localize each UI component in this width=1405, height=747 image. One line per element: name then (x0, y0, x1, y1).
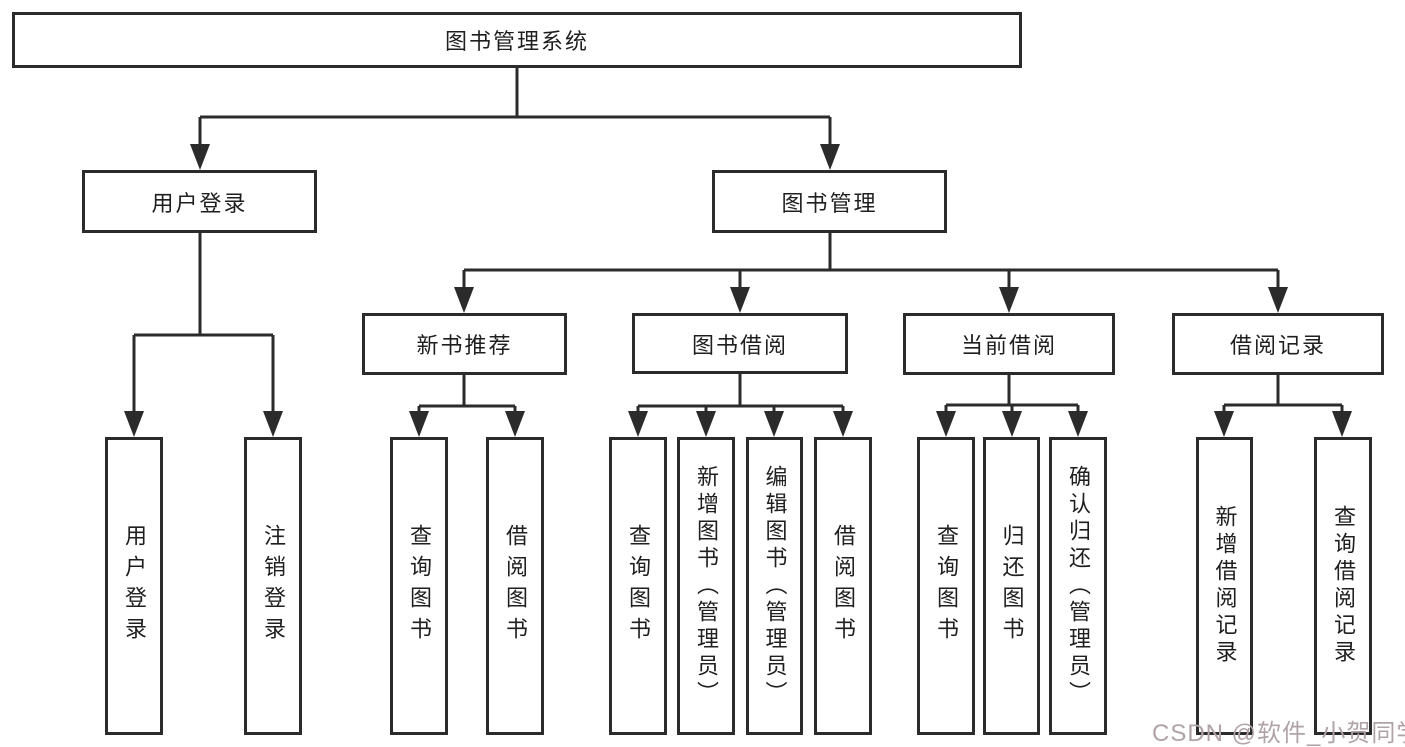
leaf-query-books-borrow-label: 查询图书 (626, 524, 651, 648)
node-user-login-label: 用户登录 (151, 190, 248, 216)
leaf-edit-books-admin: 编辑图书（管理员） (746, 437, 803, 735)
node-root-library-system: 图书管理系统 (12, 12, 1022, 68)
leaf-edit-books-admin-label: 编辑图书（管理员） (762, 464, 788, 708)
node-new-book-recommend-label: 新书推荐 (416, 333, 513, 358)
leaf-query-books-recommend-label: 查询图书 (407, 524, 432, 648)
leaf-borrow-books-label: 借阅图书 (831, 524, 856, 648)
node-book-management: 图书管理 (712, 170, 947, 233)
leaf-confirm-return-admin: 确认归还（管理员） (1049, 437, 1107, 735)
leaf-borrow-books-recommend-label: 借阅图书 (503, 524, 528, 648)
leaf-query-borrow-record-label: 查询借阅记录 (1331, 505, 1356, 667)
leaf-add-borrow-record-label: 新增借阅记录 (1212, 505, 1238, 667)
node-book-management-label: 图书管理 (781, 190, 878, 216)
csdn-watermark: CSDN @软件_小贺同学 (1152, 720, 1405, 747)
leaf-return-books: 归还图书 (983, 437, 1040, 735)
node-user-login: 用户登录 (82, 170, 317, 233)
leaf-query-borrow-record: 查询借阅记录 (1314, 437, 1372, 735)
leaf-user-login-label: 用户登录 (122, 524, 147, 648)
leaf-return-books-label: 归还图书 (999, 524, 1025, 648)
leaf-logout-login-label: 注销登录 (261, 524, 286, 648)
node-book-borrow: 图书借阅 (632, 313, 848, 374)
leaf-borrow-books: 借阅图书 (814, 437, 872, 735)
leaf-confirm-return-admin-label: 确认归还（管理员） (1066, 464, 1091, 708)
leaf-logout-login: 注销登录 (244, 437, 302, 735)
node-borrow-record: 借阅记录 (1172, 313, 1384, 375)
leaf-add-books-admin-label: 新增图书（管理员） (694, 464, 719, 708)
leaf-query-books-recommend: 查询图书 (390, 437, 448, 735)
node-book-borrow-label: 图书借阅 (691, 332, 788, 358)
node-current-borrow: 当前借阅 (903, 313, 1115, 375)
leaf-query-books-current-label: 查询图书 (934, 524, 959, 648)
node-new-book-recommend: 新书推荐 (362, 313, 567, 375)
node-current-borrow-label: 当前借阅 (960, 333, 1057, 358)
leaf-add-books-admin: 新增图书（管理员） (677, 437, 735, 735)
leaf-query-books-borrow: 查询图书 (609, 437, 667, 735)
node-borrow-record-label: 借阅记录 (1229, 333, 1326, 358)
node-root-label: 图书管理系统 (444, 29, 589, 54)
arrowheads (124, 144, 1352, 437)
leaf-borrow-books-recommend: 借阅图书 (486, 437, 544, 735)
leaf-query-books-current: 查询图书 (917, 437, 975, 735)
leaf-user-login: 用户登录 (105, 437, 163, 735)
leaf-add-borrow-record: 新增借阅记录 (1196, 437, 1253, 735)
